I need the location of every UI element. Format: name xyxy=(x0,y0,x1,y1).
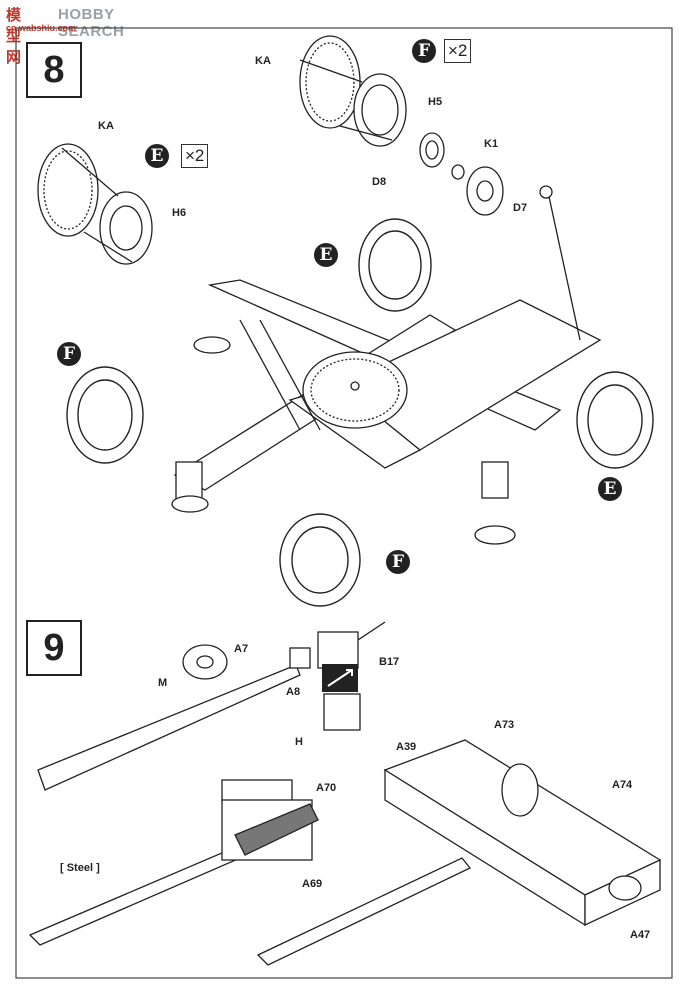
quantity-e: ×2 xyxy=(181,144,209,168)
part-label-b17: B17 xyxy=(379,656,400,668)
part-label-k1: K1 xyxy=(484,138,499,150)
part-label-h5: H5 xyxy=(428,96,443,108)
part-label-d8: D8 xyxy=(372,176,387,188)
part-label-a8: A8 xyxy=(286,686,301,698)
wheel-badge-f-bottom: F xyxy=(386,550,410,574)
carriage-wheels xyxy=(66,218,654,607)
wheel-badge-f-left: F xyxy=(57,342,81,366)
barrel-exploded xyxy=(37,621,386,791)
assembly-arrow-icon xyxy=(322,664,358,692)
wheel-badge-e-top: E xyxy=(145,144,169,168)
watermark-title: HOBBY SEARCH xyxy=(58,6,125,40)
part-label-m: M xyxy=(158,677,168,689)
part-label-h: H xyxy=(295,736,303,748)
barrel-assembly xyxy=(28,779,319,946)
carriage-cross xyxy=(171,185,602,545)
quantity-f: ×2 xyxy=(444,39,472,63)
breech-housing xyxy=(256,739,662,966)
part-label-a69: A69 xyxy=(302,878,323,890)
part-label-a74: A74 xyxy=(612,779,633,791)
part-label-h6: H6 xyxy=(172,207,187,219)
part-label-ka-left: KA xyxy=(98,120,114,132)
part-label-a39: A39 xyxy=(396,741,417,753)
watermark-logo: 模型网 xyxy=(6,6,22,66)
step-9-box: 9 xyxy=(26,620,82,676)
part-label-d7: D7 xyxy=(513,202,528,214)
part-label-a47: A47 xyxy=(630,929,651,941)
part-label-a7: A7 xyxy=(234,643,249,655)
part-label-a70: A70 xyxy=(316,782,337,794)
part-label-ka-top: KA xyxy=(255,55,271,67)
wheel-exploded-e xyxy=(37,143,153,265)
wheel-badge-e-mid: E xyxy=(314,243,338,267)
wheel-badge-e-right: E xyxy=(598,477,622,501)
part-label-a73: A73 xyxy=(494,719,515,731)
wheel-exploded-f xyxy=(299,35,504,216)
wheel-badge-f-top: F xyxy=(412,39,436,63)
steel-note: [ Steel ] xyxy=(60,862,100,874)
step-8-box: 8 xyxy=(26,42,82,98)
